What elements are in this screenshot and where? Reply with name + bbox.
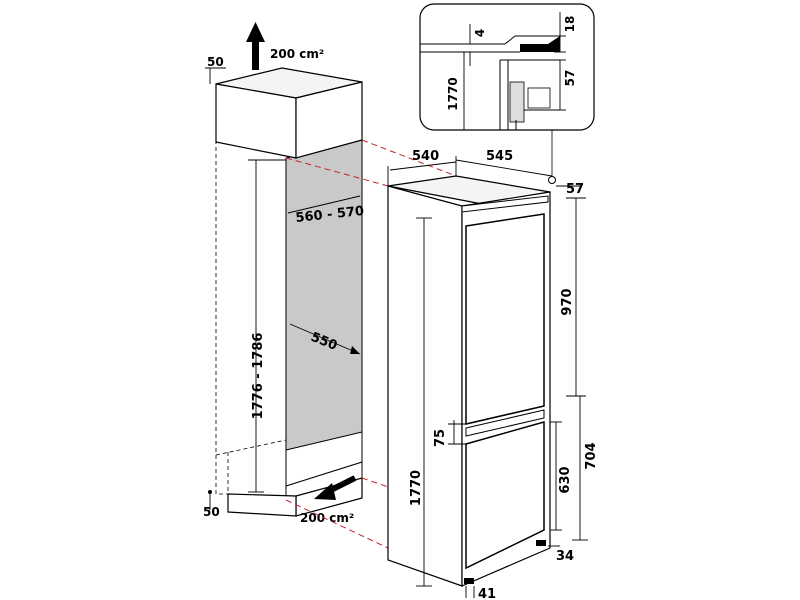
freezer-zone-label: 704: [584, 442, 599, 469]
detail-18-label: 18: [563, 16, 577, 33]
bottom-offset-label: 34: [556, 549, 574, 564]
niche-height-label: 1776 - 1786: [251, 333, 266, 420]
niche-cabinet: 200 cm² 200 cm² 50 50 1776 - 1786 560 - …: [203, 22, 365, 525]
appliance-height-label: 1770: [409, 470, 424, 506]
freezer-door-label: 630: [558, 466, 573, 493]
gap-label: 75: [433, 429, 448, 447]
top-offset-label: 57: [566, 182, 584, 197]
bottom-clearance-label: 50: [203, 505, 220, 519]
detail-inset: 4 1770 18 57: [419, 3, 595, 184]
appliance-width-label: 545: [486, 149, 513, 164]
freezer-door: [465, 421, 545, 570]
detail-1770-label: 1770: [446, 77, 460, 110]
appliance-depth-label: 540: [412, 149, 439, 164]
niche-depth-label: 560 - 570: [295, 204, 365, 226]
vent-arrow-in-icon: [314, 475, 357, 500]
detail-4-label: 4: [473, 29, 487, 37]
vent-top-label: 200 cm²: [270, 47, 324, 61]
fridge-door-label: 970: [560, 288, 575, 315]
vent-bottom-label: 200 cm²: [300, 511, 354, 525]
appliance-side: [387, 185, 463, 587]
niche-interior: [285, 139, 363, 487]
fridge-door: [465, 213, 545, 425]
foot-label: 41: [478, 587, 496, 600]
vent-arrow-up-icon: [246, 22, 265, 70]
detail-57-label: 57: [563, 70, 577, 87]
top-clearance-label: 50: [207, 55, 224, 69]
appliance: 540 545 57 970 704 630 34 75 1770: [387, 149, 599, 600]
